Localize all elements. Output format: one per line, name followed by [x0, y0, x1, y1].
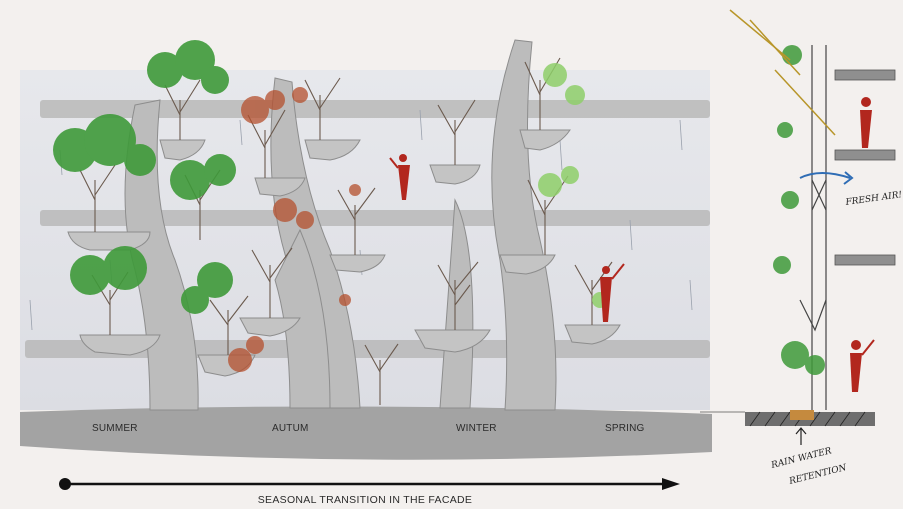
note-retention: RETENTION	[787, 463, 848, 487]
season-label-spring: SPRING	[605, 423, 645, 434]
timeline-caption: SEASONAL TRANSITION IN THE FACADE	[258, 494, 473, 506]
section-figures	[850, 97, 874, 392]
season-label-autum: AUTUM	[272, 423, 309, 434]
arrow-right-icon	[662, 478, 680, 490]
rain-tank	[790, 410, 814, 420]
season-label-summer: SUMMER	[92, 423, 138, 434]
section-diagram	[700, 10, 895, 445]
note-fresh-air: FRESH AIR!	[844, 190, 903, 208]
air-flow-icon	[800, 173, 850, 178]
season-label-winter: WINTER	[456, 423, 497, 434]
note-rain-water: RAIN WATER	[769, 446, 832, 471]
sun-rays-icon	[730, 10, 835, 135]
timeline-arrow	[59, 478, 680, 490]
arrow-up-icon	[796, 428, 806, 445]
